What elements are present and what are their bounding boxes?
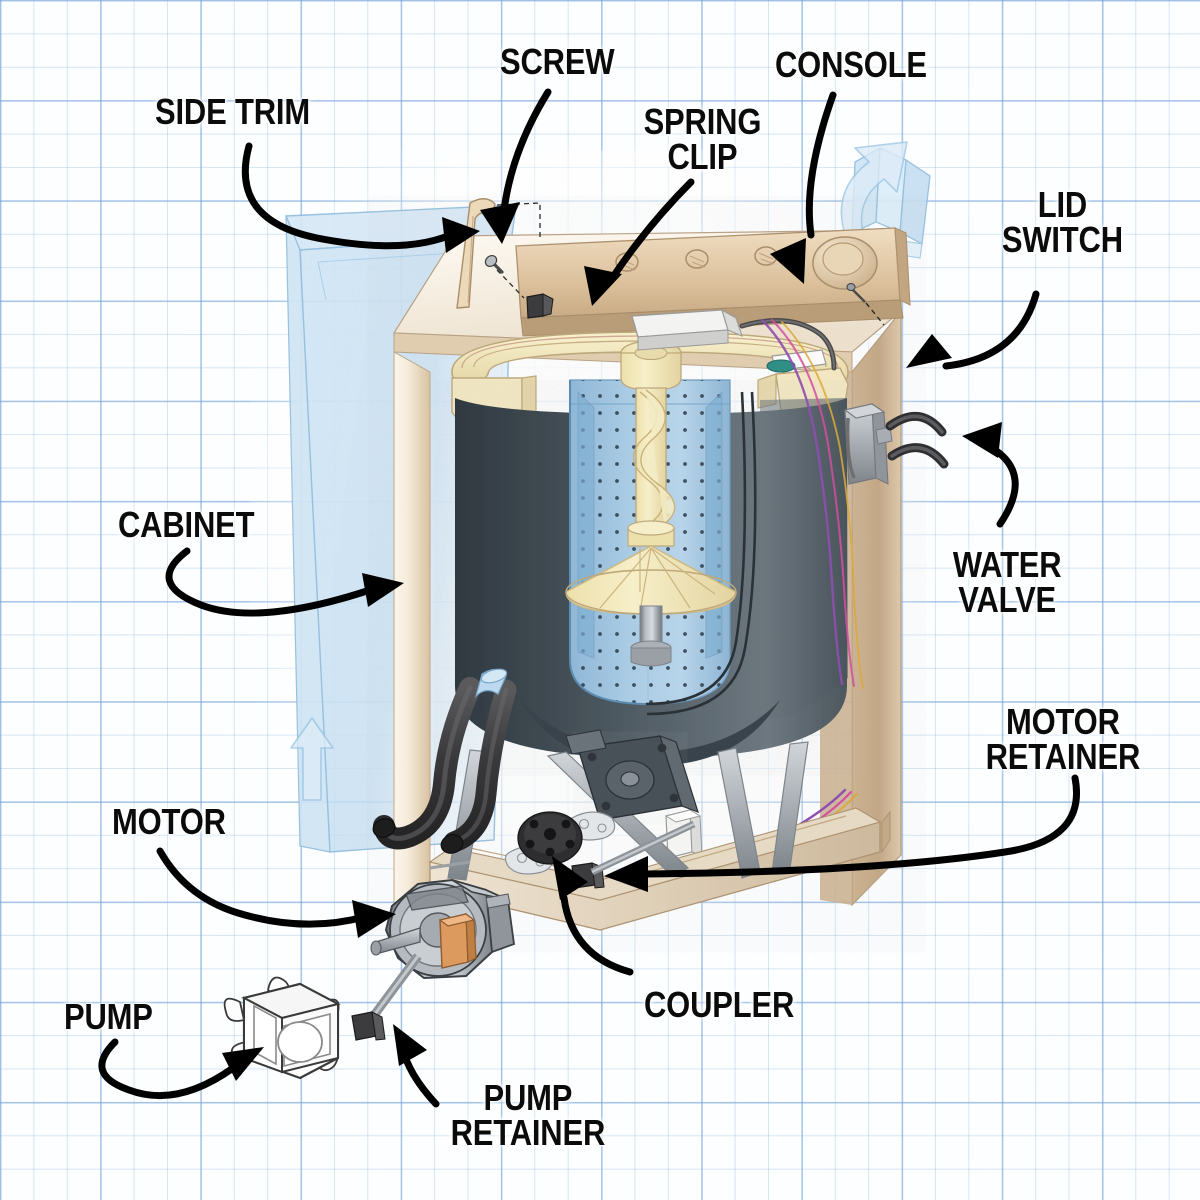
drain-hoses [372, 668, 517, 854]
screw-part [484, 254, 504, 274]
arrow-cabinet [165, 547, 404, 617]
trim-assembly-dashes [496, 202, 541, 299]
label-pump-retainer: PUMP RETAINER [450, 1077, 606, 1153]
motor-part [370, 878, 515, 980]
console-removal-ghost-arrow [840, 141, 908, 241]
callout-arrows [98, 88, 1080, 1108]
arrow-motor-retainer [604, 774, 1080, 892]
spring-clip-part [526, 293, 554, 319]
console-knob [812, 236, 878, 290]
label-console: CONSOLE [775, 44, 927, 85]
transmission-gearcase [504, 729, 699, 875]
tub-outlet-nipple [474, 668, 508, 699]
arrow-coupler [552, 856, 634, 976]
arrow-lid-switch [906, 290, 1040, 370]
label-screw: SCREW [500, 41, 615, 82]
tub-cut-edges [645, 391, 757, 716]
label-spring-clip: SPRING CLIP [643, 101, 762, 177]
label-coupler: COUPLER [644, 984, 795, 1025]
arrow-console [770, 91, 837, 284]
arrow-side-trim [241, 142, 480, 253]
cabinet-removal-ghost-arrow [290, 717, 334, 801]
label-cabinet: CABINET [118, 504, 255, 545]
label-side-trim: SIDE TRIM [155, 91, 310, 132]
coupler-part [517, 811, 583, 865]
label-motor: MOTOR [112, 801, 226, 842]
lid-switch-part [631, 308, 837, 373]
agitator [565, 340, 737, 667]
arrow-spring-clip [584, 178, 695, 306]
pump-retainer-part [351, 953, 422, 1041]
label-motor-retainer: MOTOR RETAINER [985, 701, 1141, 777]
label-lid-switch: LID SWITCH [1001, 184, 1123, 260]
arrow-screw [480, 88, 552, 244]
arrow-water-valve [962, 422, 1019, 528]
pump-part [223, 976, 341, 1080]
water-valve-part [843, 402, 949, 485]
arrow-pump [98, 1038, 264, 1100]
arrow-motor [156, 847, 396, 938]
label-pump: PUMP [64, 996, 153, 1037]
label-water-valve: WATER VALVE [952, 544, 1062, 620]
arrow-pump-retainer [393, 1024, 440, 1108]
